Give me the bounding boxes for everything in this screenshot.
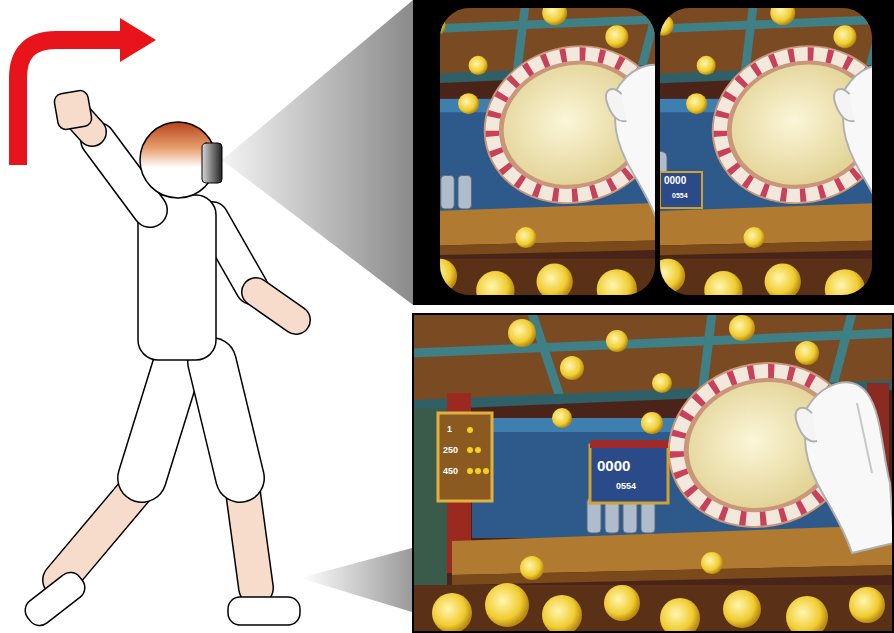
stars — [467, 427, 489, 474]
right-eye-view — [660, 8, 872, 295]
score-sign-top — [590, 440, 668, 448]
monitor-border — [413, 314, 893, 632]
score-sign — [590, 445, 668, 503]
person-figure — [20, 89, 300, 630]
turn-arrow — [18, 40, 124, 165]
monitor-view — [412, 313, 894, 633]
score-digits: 0000 — [664, 176, 686, 186]
turn-arrow-head — [120, 18, 156, 62]
score-digits: 0554 — [616, 482, 636, 491]
left-eye-view — [440, 8, 655, 295]
rank-number: 1 — [447, 425, 452, 434]
score-digits: 0000 — [597, 458, 630, 473]
rank-number: 450 — [443, 467, 458, 476]
score-board — [438, 413, 492, 501]
rank-number: 250 — [443, 446, 458, 455]
score-digits: 0554 — [672, 192, 688, 199]
panel-shadow — [300, 548, 412, 612]
